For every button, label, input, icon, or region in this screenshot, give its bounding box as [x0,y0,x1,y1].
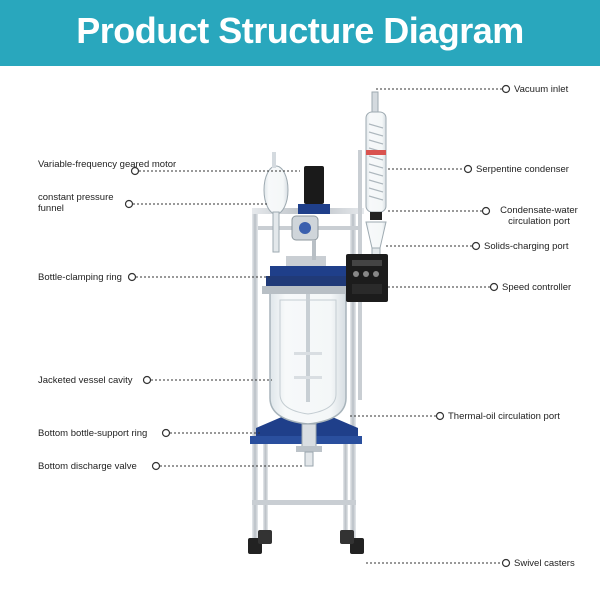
label-solids-charging-port: Solids-charging port [484,241,569,252]
label-condensate-water-port: Condensate-water circulation port [500,205,578,227]
leader-lines [133,88,502,564]
discharge-valve-shape [296,423,322,467]
funnel-shape [263,152,289,253]
leader-markers [124,84,511,568]
title-banner [0,0,600,66]
motor-shape [291,166,330,260]
label-bottom-discharge-valve: Bottom discharge valve [38,461,137,472]
label-swivel-casters: Swivel casters [514,558,575,569]
clamping-ring-shape [262,256,356,294]
label-serpentine-condenser: Serpentine condenser [476,164,569,175]
swivel-casters-shape [248,530,364,554]
label-bottle-clamping-ring: Bottle-clamping ring [38,272,122,283]
label-vacuum-inlet: Vacuum inlet [514,84,569,95]
label-speed-controller: Speed controller [502,282,572,293]
speed-controller-shape [346,254,388,302]
jacketed-vessel-shape [269,282,347,425]
label-jacketed-vessel-cavity: Jacketed vessel cavity [38,375,133,386]
condenser-shape [365,91,387,261]
label-thermal-oil-port: Thermal-oil circulation port [448,411,560,422]
page-title: Product Structure Diagram [76,10,524,51]
label-variable-frequency-motor: Variable-frequency geared motor [38,159,177,170]
label-bottom-bottle-support-ring: Bottom bottle-support ring [38,428,148,439]
label-constant-pressure-funnel: constant pressure funnel [38,192,114,214]
